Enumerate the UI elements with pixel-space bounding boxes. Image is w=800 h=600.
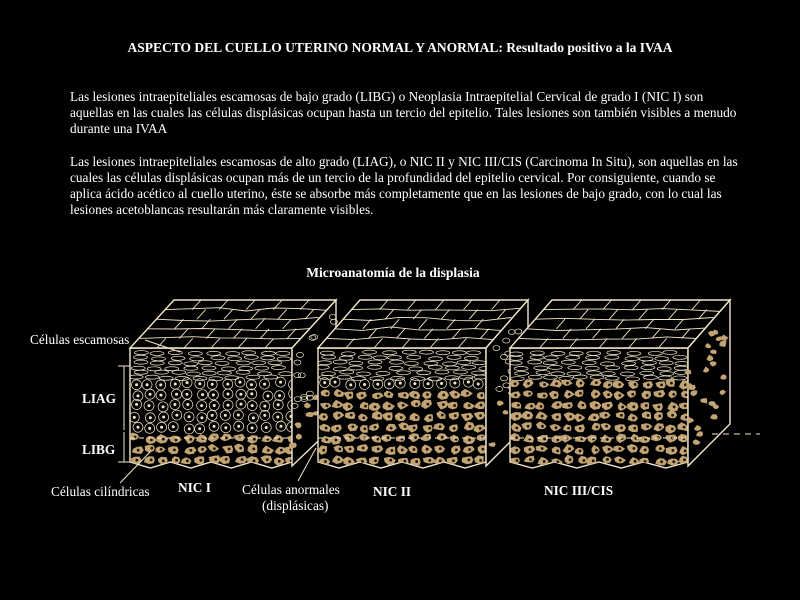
label-nic-i: NIC I	[178, 480, 211, 495]
label-nic-ii: NIC II	[373, 484, 412, 499]
label-columnar-cells: Células cilíndricas	[51, 484, 150, 499]
label-nic-iii-cis: NIC III/CIS	[544, 483, 614, 498]
paragraph-libg: Las lesiones intraepiteliales escamosas …	[70, 89, 737, 136]
label-liag: LIAG	[82, 391, 116, 406]
label-abnormal-cells: Células anormales	[242, 482, 340, 497]
squamous-leader	[144, 339, 181, 353]
epithelium-blocks	[128, 298, 732, 469]
leader-lines	[118, 339, 760, 484]
label-squamous-cells: Células escamosas	[30, 332, 130, 347]
label-abnormal-cells-2: (displásicas)	[262, 498, 329, 513]
epithelium-block-nic-2	[316, 298, 530, 469]
paragraph-liag: Las lesiones intraepiteliales escamosas …	[70, 154, 738, 217]
page-title: ASPECTO DEL CUELLO UTERINO NORMAL Y ANOR…	[127, 40, 673, 55]
columnar-leader	[119, 451, 151, 484]
epithelium-block-nic-1	[128, 298, 340, 469]
abnormal-leader	[297, 447, 317, 482]
diagram-title: Microanatomía de la displasia	[306, 265, 480, 280]
label-libg: LIBG	[82, 442, 116, 457]
